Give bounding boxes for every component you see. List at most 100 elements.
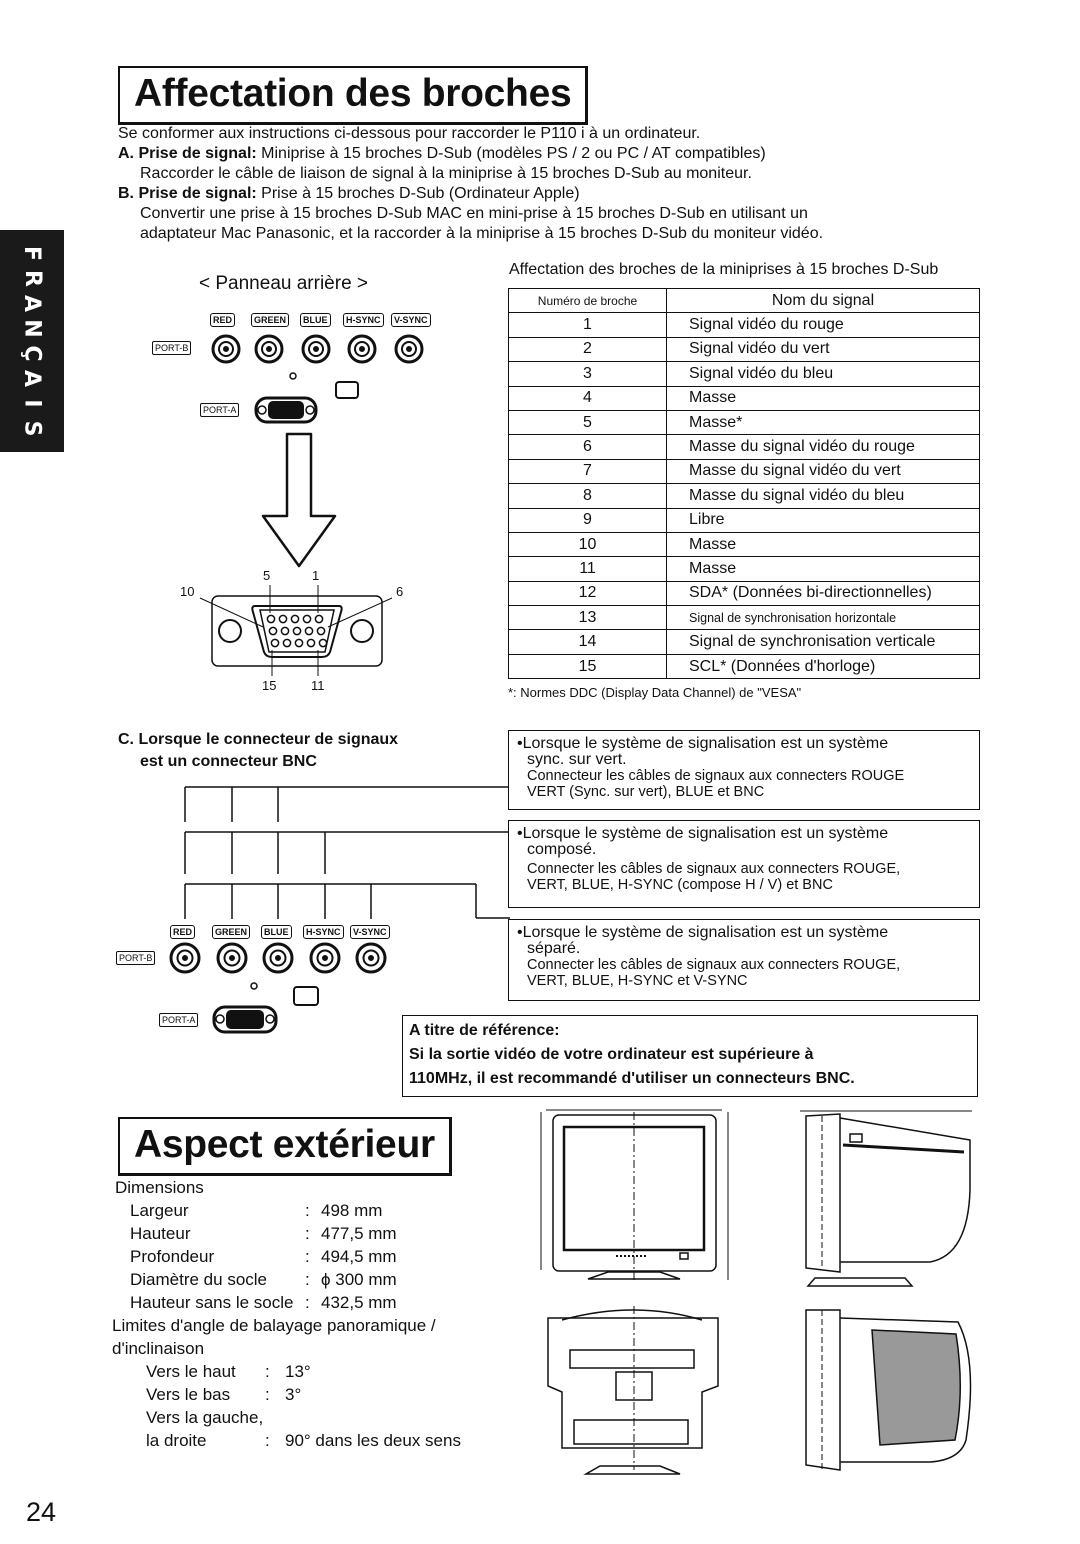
angle-key: Vers le bas (146, 1385, 231, 1404)
bnc-connector-icon (169, 942, 387, 974)
dimension-key: Hauteur (130, 1224, 191, 1243)
dimension-value: 477,5 mm (321, 1224, 397, 1243)
signal-name: Masse (666, 531, 980, 558)
bnc-composite-box: •Lorsque le système de signalisation est… (508, 820, 980, 908)
blue-label: BLUE (300, 313, 331, 327)
box-text: VERT (Sync. sur vert), BLUE et BNC (527, 784, 765, 800)
vsync-label: V-SYNC (391, 313, 431, 327)
separator: : (265, 1385, 270, 1404)
separator: : (305, 1270, 310, 1289)
pin-number: 5 (508, 409, 667, 436)
reference-line: 110MHz, il est recommandé d'utiliser un … (409, 1070, 855, 1087)
signal-name: Signal vidéo du vert (666, 336, 980, 363)
pin-number: 4 (508, 385, 667, 411)
green-label: GREEN (251, 313, 290, 327)
item-a-text2: Raccorder le câble de liaison de signal … (140, 165, 752, 182)
box-text: Connecter les câbles de signaux aux conn… (527, 861, 901, 877)
box-text: Connecter les câbles de signaux aux conn… (527, 957, 901, 973)
dimension-key: Diamètre du socle (130, 1270, 268, 1289)
separator: : (265, 1431, 270, 1450)
red-label: RED (210, 313, 236, 327)
dimension-value: ϕ 300 mm (321, 1270, 397, 1289)
bnc-separate-box: •Lorsque le système de signalisation est… (508, 919, 980, 1001)
signal-name: SCL* (Données d'horloge) (666, 653, 980, 680)
separator: : (305, 1201, 310, 1220)
reference-note: A titre de référence: Si la sortie vidéo… (402, 1015, 978, 1097)
dimension-row: Diamètre du socle: ϕ 300 mm (115, 1268, 461, 1291)
dimensions-label: Dimensions (115, 1178, 204, 1197)
monitor-front-view-icon (540, 1109, 729, 1280)
pin-number: 12 (508, 580, 667, 607)
box-text: VERT, BLUE, H-SYNC (compose H / V) et BN… (527, 877, 833, 893)
signal-name: Masse du signal vidéo du bleu (666, 483, 980, 509)
box-heading: •Lorsque le système de signalisation est… (517, 825, 889, 842)
angle-row: la droite:90° dans les deux sens (115, 1429, 461, 1452)
pin-number: 15 (508, 653, 667, 680)
dimension-value: 494,5 mm (321, 1247, 397, 1266)
signal-name: Signal de synchronisation horizontale (666, 605, 980, 631)
pin-number: 11 (508, 556, 667, 582)
signal-name: Libre (666, 507, 980, 533)
dimension-row: Largeur:498 mm (115, 1199, 461, 1222)
pin-label: 11 (311, 678, 325, 693)
table-footnote: *: Normes DDC (Display Data Channel) de … (508, 685, 802, 700)
signal-name: Masse* (666, 409, 980, 436)
pin-label: 1 (312, 568, 320, 583)
hsync-label: H-SYNC (303, 925, 344, 939)
angle-value: 13° (285, 1362, 311, 1381)
pin-number: 14 (508, 629, 667, 655)
box-heading: sync. sur vert. (527, 751, 627, 768)
bnc-wiring-lines (184, 786, 510, 919)
signal-name: Masse du signal vidéo du vert (666, 458, 980, 485)
signal-name: Signal de synchronisation verticale (666, 629, 980, 655)
bnc-title-line: C. Lorsque le connecteur de signaux (118, 731, 399, 748)
intro-text: Se conformer aux instructions ci-dessous… (118, 124, 998, 244)
dimension-row: Profondeur:494,5 mm (115, 1245, 461, 1268)
signal-name: Signal vidéo du rouge (666, 312, 980, 338)
pin-number: 13 (508, 605, 667, 631)
pin-label: 6 (396, 584, 404, 599)
dsub-connector-icon (254, 396, 318, 424)
green-label: GREEN (212, 925, 251, 939)
vsync-label: V-SYNC (350, 925, 390, 939)
monitor-side-rear-view-icon (805, 1309, 972, 1471)
reference-title: A titre de référence: (409, 1022, 560, 1039)
item-b-label: B. Prise de signal: (118, 185, 257, 202)
port-a-label: PORT-A (200, 403, 240, 417)
port-b-label: PORT-B (116, 951, 156, 965)
bnc-connector-icon (211, 334, 424, 364)
red-label: RED (170, 925, 196, 939)
item-b-text: Prise à 15 broches D-Sub (Ordinateur App… (256, 185, 580, 202)
pin-table-caption: Affectation des broches de la miniprises… (509, 261, 939, 278)
bnc-sync-on-green-box: •Lorsque le système de signalisation est… (508, 730, 980, 810)
angle-value: 3° (285, 1385, 302, 1404)
box-heading: •Lorsque le système de signalisation est… (517, 735, 889, 752)
dimension-row: Hauteur:477,5 mm (115, 1222, 461, 1245)
dimension-key: Largeur (130, 1201, 189, 1220)
separator: : (305, 1293, 310, 1312)
angle-key: la droite (146, 1431, 207, 1450)
item-a-label: A. Prise de signal: (118, 145, 257, 162)
box-text: VERT, BLUE, H-SYNC et V-SYNC (527, 973, 748, 989)
rear-panel-title: < Panneau arrière > (199, 273, 369, 294)
blue-label: BLUE (261, 925, 292, 939)
dsub-connector-icon (212, 1005, 278, 1034)
section-title-exterior: Aspect extérieur (118, 1117, 452, 1176)
reference-line: Si la sortie vidéo de votre ordinateur e… (409, 1046, 814, 1063)
hsync-label: H-SYNC (343, 313, 384, 327)
pin-label: 15 (262, 678, 277, 693)
pin-number: 7 (508, 458, 667, 485)
box-heading: •Lorsque le système de signalisation est… (517, 924, 889, 941)
dimension-value: 498 mm (321, 1201, 383, 1220)
column-header: Numéro de broche (508, 287, 667, 314)
